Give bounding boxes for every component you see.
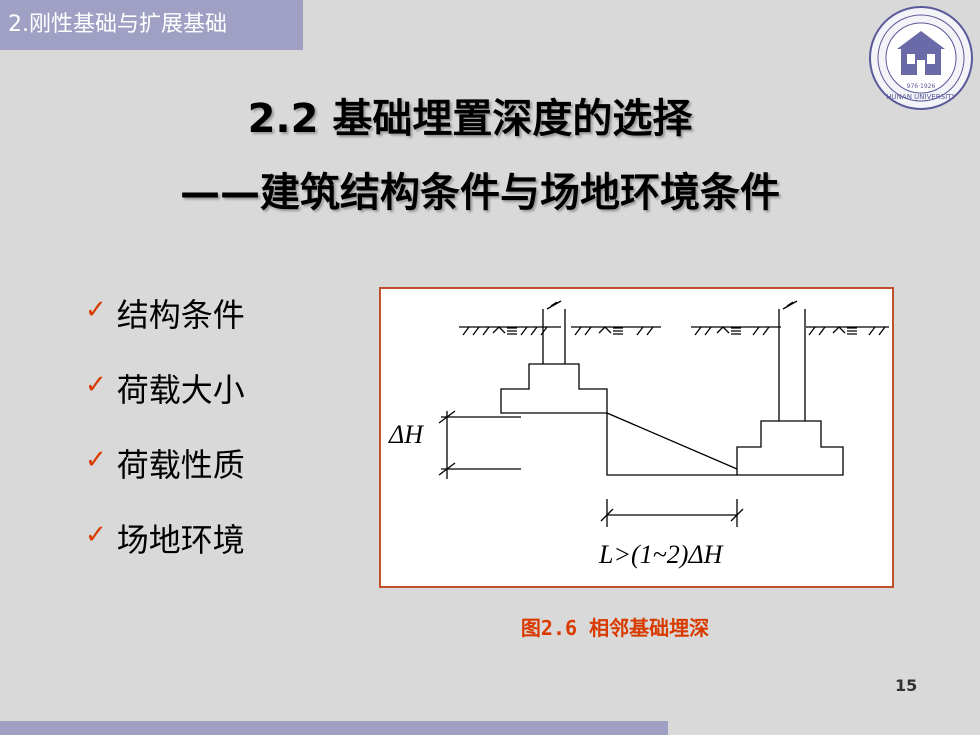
figure-caption: 图2.6 相邻基础埋深 (520, 616, 710, 640)
university-logo-icon: HUNAN UNIVERSITY 976·1926 (869, 6, 973, 110)
delta-h-label: ΔH (388, 420, 424, 449)
page-number: 15 (895, 676, 918, 695)
foundation-diagram-svg: ΔH L>(1~2)ΔH (388, 300, 889, 569)
section-tab: 2.刚性基础与扩展基础 (0, 0, 303, 50)
checkmark-icon: ✓ (85, 520, 107, 550)
distance-label: L>(1~2)ΔH (598, 540, 724, 569)
logo-year: 976·1926 (907, 83, 936, 90)
bullet-item: ✓ 结构条件 (85, 290, 245, 365)
bullet-item: ✓ 荷载大小 (85, 365, 245, 440)
slide-subtitle: ——建筑结构条件与场地环境条件 (180, 170, 780, 216)
checkmark-icon: ✓ (85, 445, 107, 475)
slide-title: 2.2 基础埋置深度的选择 (247, 96, 693, 142)
bullet-item: ✓ 荷载性质 (85, 440, 245, 515)
bullet-text: 荷载性质 (116, 446, 245, 484)
bullet-item: ✓ 场地环境 (85, 515, 245, 590)
foundation-diagram: ΔH L>(1~2)ΔH (379, 287, 894, 588)
bullet-list: ✓ 结构条件 ✓ 荷载大小 ✓ 荷载性质 ✓ 场地环境 (85, 290, 245, 590)
logo-text: HUNAN UNIVERSITY (886, 93, 956, 101)
bullet-text: 场地环境 (116, 521, 245, 559)
checkmark-icon: ✓ (85, 295, 107, 325)
bullet-text: 荷载大小 (116, 371, 245, 409)
checkmark-icon: ✓ (85, 370, 107, 400)
bullet-text: 结构条件 (116, 296, 245, 334)
bottom-accent-bar (0, 721, 668, 735)
